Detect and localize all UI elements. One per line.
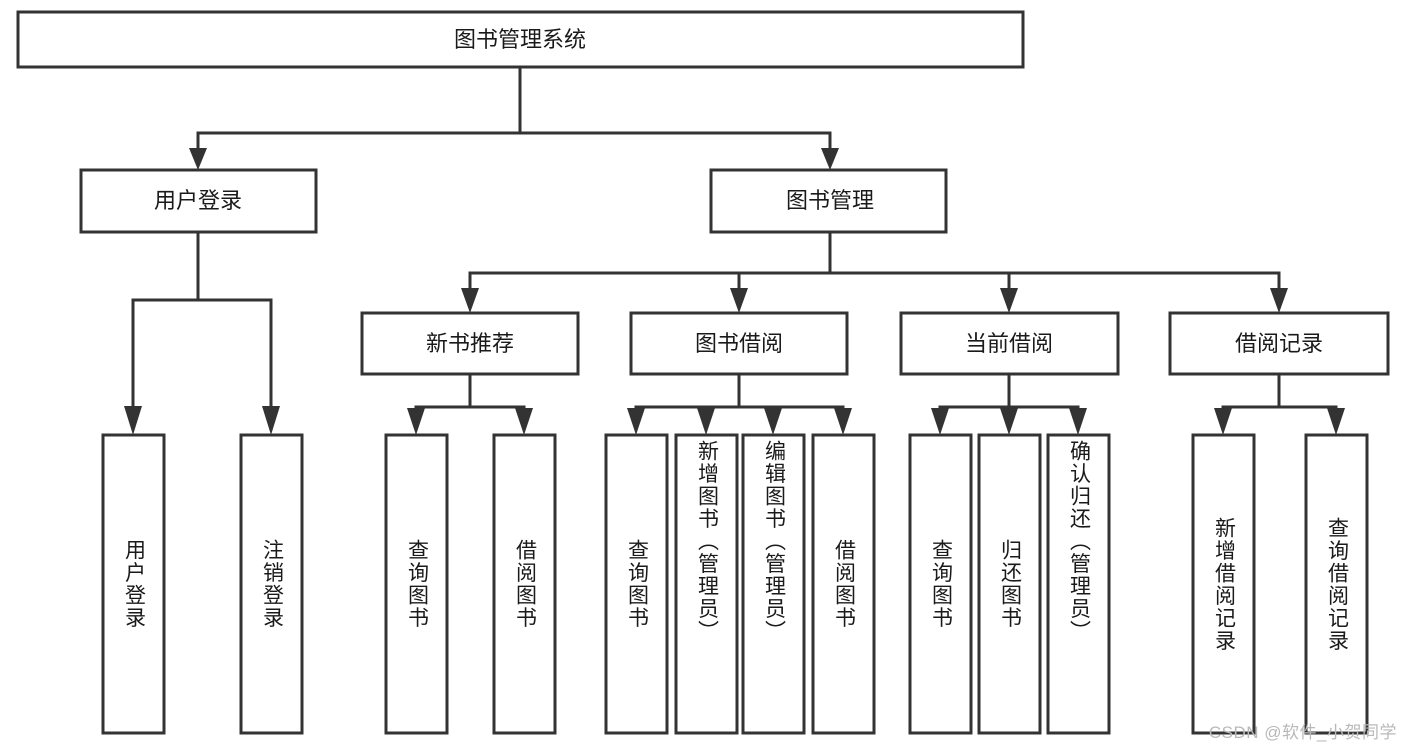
arrow-head-icon bbox=[1270, 288, 1288, 313]
connector-book-management-to-level3 bbox=[461, 230, 1288, 313]
node-new-book-recommend-box[interactable] bbox=[360, 311, 580, 376]
arrow-head-icon bbox=[1069, 408, 1087, 435]
arrow-head-icon bbox=[697, 408, 715, 435]
arrow-head-icon bbox=[1214, 408, 1232, 435]
arrow-head-icon bbox=[124, 406, 142, 435]
leaf-box[interactable] bbox=[1046, 433, 1111, 735]
connector-user-login-to-leaves bbox=[124, 230, 280, 435]
arrow-head-icon bbox=[931, 408, 949, 435]
leaf-box[interactable] bbox=[741, 433, 806, 735]
leaf-box[interactable] bbox=[1304, 433, 1369, 735]
leaf-box[interactable] bbox=[674, 433, 739, 735]
connector-new-book-to-leaves bbox=[407, 372, 533, 435]
arrow-head-icon bbox=[262, 406, 280, 435]
node-new-book-recommend-label: 新书推荐 bbox=[426, 331, 514, 356]
arrow-head-icon bbox=[834, 408, 852, 435]
leaf-box[interactable] bbox=[811, 433, 876, 735]
node-current-borrow-label: 当前借阅 bbox=[965, 331, 1053, 356]
leaf-box[interactable] bbox=[604, 433, 669, 735]
node-book-management-box[interactable] bbox=[709, 168, 948, 234]
leaf-box[interactable] bbox=[977, 433, 1042, 735]
leaf-box[interactable] bbox=[908, 433, 973, 735]
arrow-head-icon bbox=[515, 408, 533, 435]
node-book-borrow-label: 图书借阅 bbox=[695, 331, 783, 356]
arrow-head-icon bbox=[189, 148, 207, 170]
connector-borrow-record-to-leaves bbox=[1214, 372, 1345, 435]
connector-book-borrow-to-leaves bbox=[627, 372, 852, 435]
arrow-head-icon bbox=[407, 408, 425, 435]
arrow-head-icon bbox=[461, 288, 479, 313]
connector-current-borrow-to-leaves bbox=[931, 372, 1087, 435]
watermark: CSDN @软件_小贺同学 bbox=[1208, 723, 1397, 742]
arrow-head-icon bbox=[1000, 408, 1018, 435]
node-book-borrow-box[interactable] bbox=[629, 311, 849, 376]
node-current-borrow-box[interactable] bbox=[899, 311, 1120, 376]
node-borrow-record-box[interactable] bbox=[1168, 311, 1390, 376]
node-root-box[interactable] bbox=[16, 10, 1025, 69]
arrow-head-icon bbox=[821, 148, 839, 170]
node-root-label: 图书管理系统 bbox=[454, 27, 586, 52]
node-user-login-box[interactable] bbox=[79, 168, 318, 234]
node-borrow-record-label: 借阅记录 bbox=[1235, 331, 1323, 356]
leaf-box[interactable] bbox=[1191, 433, 1256, 735]
leaf-box[interactable] bbox=[384, 433, 449, 735]
arrow-head-icon bbox=[730, 288, 748, 313]
leaf-box[interactable] bbox=[239, 433, 304, 735]
node-book-management-label: 图书管理 bbox=[786, 188, 874, 213]
connector-root-to-level2 bbox=[189, 65, 839, 170]
leaf-box[interactable] bbox=[492, 433, 557, 735]
arrow-head-icon bbox=[1327, 408, 1345, 435]
leaf-box[interactable] bbox=[101, 433, 166, 735]
arrow-head-icon bbox=[627, 408, 645, 435]
arrow-head-icon bbox=[1000, 288, 1018, 313]
arrow-head-icon bbox=[764, 408, 782, 435]
node-user-login-label: 用户登录 bbox=[154, 188, 242, 213]
